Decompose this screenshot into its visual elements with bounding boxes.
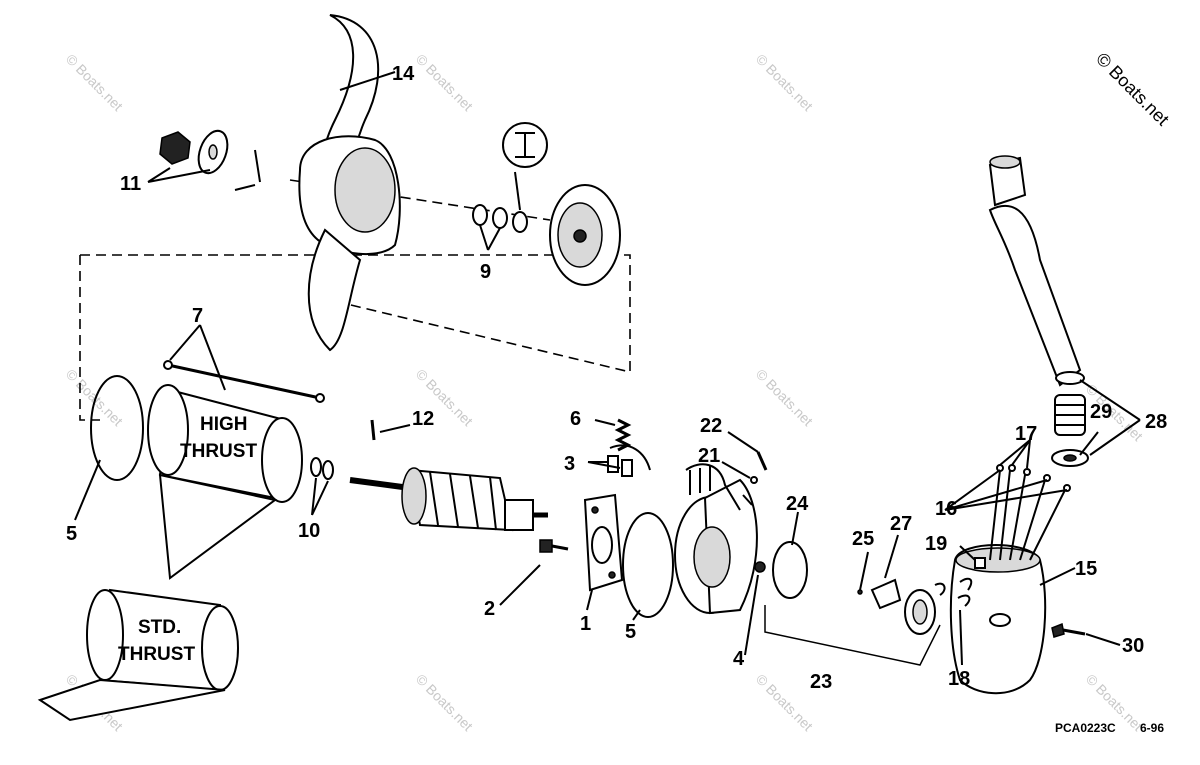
callout-27: 27: [890, 513, 912, 535]
callout-4: 4: [733, 648, 745, 670]
watermark: © Boats.net: [413, 671, 476, 734]
tube-washer: [1051, 449, 1089, 467]
propeller: [298, 14, 401, 352]
callout-19: 19: [925, 533, 947, 555]
callout-3: 3: [564, 453, 575, 475]
drive-pin-hub: [549, 184, 621, 286]
callout-29: 29: [1090, 401, 1112, 423]
callout-1: 1: [580, 613, 591, 635]
callout-6: 6: [570, 408, 581, 430]
high-thrust-label: HIGH: [200, 414, 248, 435]
prop-nut-washer-pin: [159, 129, 261, 183]
steering-tube: [988, 155, 1085, 387]
o-ring-left: [90, 375, 144, 481]
end-cap: [674, 463, 758, 615]
callout-21: 21: [698, 445, 720, 467]
brushes: [607, 444, 651, 477]
watermark: © Boats.net: [753, 671, 816, 734]
motor-wires: [989, 464, 1071, 561]
o-ring-small: [772, 541, 808, 599]
callout-22: 22: [700, 415, 722, 437]
callout-18: 18: [948, 668, 970, 690]
nut: [754, 561, 766, 573]
callout-23: 23: [810, 671, 832, 693]
callout-5-left: 5: [66, 523, 77, 545]
o-ring-right: [622, 512, 674, 618]
callout-7: 7: [192, 305, 203, 327]
callout-30: 30: [1122, 635, 1144, 657]
callout-15: 15: [1075, 558, 1097, 580]
tie-rod: [163, 360, 325, 403]
switch-parts: [857, 578, 946, 635]
terminal-studs: [742, 451, 768, 506]
pin: [370, 419, 376, 441]
brush-spring: [614, 418, 632, 452]
high-thrust-label: THRUST: [180, 441, 257, 462]
callout-5-right: 5: [625, 621, 636, 643]
callout-17: 17: [1015, 423, 1037, 445]
armature: [349, 467, 548, 532]
high-thrust-housing: HIGH THRUST: [147, 384, 303, 580]
std-thrust-label: STD.: [138, 617, 181, 638]
callout-12: 12: [412, 408, 434, 430]
callout-25: 25: [852, 528, 874, 550]
std-thrust-housing: STD. THRUST: [37, 588, 239, 722]
callout-16: 16: [935, 498, 957, 520]
callout-24: 24: [786, 493, 809, 515]
drawing-date: 6-96: [1140, 721, 1164, 735]
watermark: © Boats.net: [753, 366, 816, 429]
housing-small-parts: [957, 557, 1086, 638]
callout-9: 9: [480, 261, 491, 283]
callout-2: 2: [484, 598, 495, 620]
tube-spring: [1054, 394, 1086, 436]
copyright-notice: © Boats.net: [1092, 49, 1173, 130]
callout-10: 10: [298, 520, 320, 542]
drawing-code: PCA0223C: [1055, 721, 1116, 735]
watermark: © Boats.net: [63, 51, 126, 114]
leader-lines: [74, 71, 1141, 666]
std-thrust-label: THRUST: [118, 644, 195, 665]
screw: [539, 539, 569, 553]
thrust-washers: [472, 122, 548, 233]
callout-14: 14: [392, 63, 415, 85]
lower-housing: [949, 544, 1047, 695]
watermark: © Boats.net: [413, 51, 476, 114]
callout-28: 28: [1145, 411, 1167, 433]
watermark: © Boats.net: [753, 51, 816, 114]
callout-numbers: 14 11 9 7 12 5 10 6 3 2 1 5 22 21 24 4 2…: [66, 63, 1167, 693]
brush-plate: [583, 493, 624, 592]
assembly-bracket: [764, 605, 941, 666]
callout-11: 11: [120, 173, 141, 195]
armature-washers: [310, 457, 334, 480]
